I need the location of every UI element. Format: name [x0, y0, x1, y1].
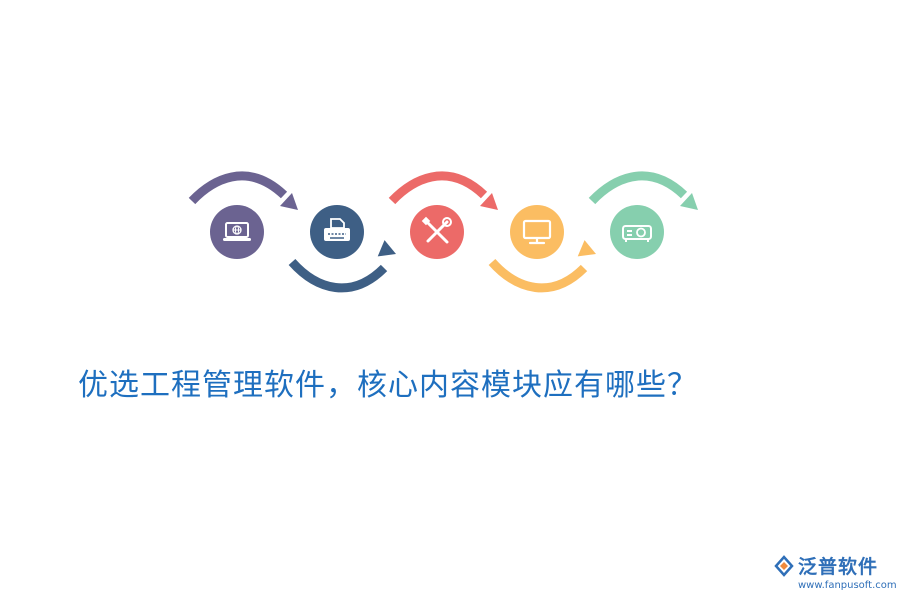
typewriter-icon: [324, 218, 350, 241]
flow-arrow: [588, 171, 688, 205]
flow-arrowhead: [280, 193, 298, 210]
flow-step-3: [388, 171, 498, 259]
flow-arrow: [488, 258, 588, 293]
flow-step-1: [188, 171, 298, 259]
flow-step-2: [288, 205, 396, 293]
flow-arrowhead: [377, 240, 396, 257]
brand-name: 泛普软件: [798, 556, 879, 578]
flow-node-circle: [510, 205, 564, 259]
headline-title: 优选工程管理软件，核心内容模块应有哪些？: [78, 368, 698, 403]
flow-arrowhead: [577, 240, 596, 257]
flow-step-5: [588, 171, 698, 259]
projector-icon: [622, 225, 652, 242]
tools-icon: [421, 216, 452, 244]
process-flow-diagram: [188, 171, 698, 293]
brand-logo: 泛普软件 www.fanpusoft.com: [772, 550, 897, 596]
laptop-globe-icon: [223, 222, 251, 241]
fanpu-logo-icon: [774, 555, 794, 577]
flow-node-circle: [210, 205, 264, 259]
flow-arrowhead: [480, 193, 498, 210]
flow-arrow: [188, 171, 288, 205]
monitor-icon: [522, 219, 552, 245]
flow-arrow: [288, 258, 388, 293]
flow-arrowhead: [680, 193, 698, 210]
flow-step-4: [488, 205, 596, 293]
brand-url: www.fanpusoft.com: [798, 580, 897, 591]
flow-arrow: [388, 171, 488, 205]
